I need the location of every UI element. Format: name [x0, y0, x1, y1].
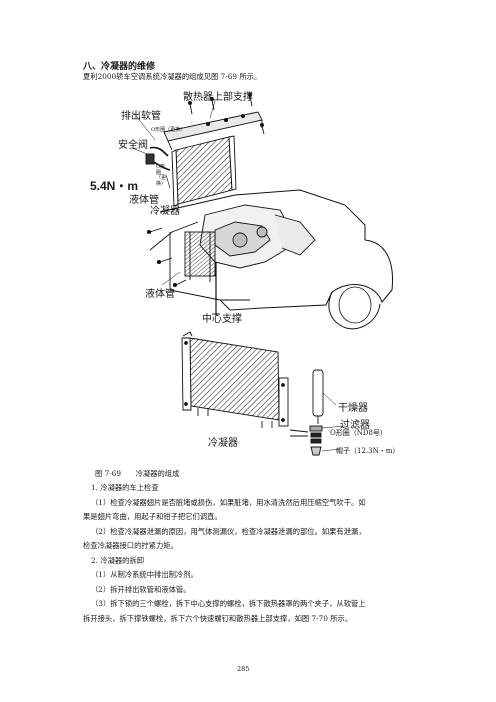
label-center-support: 中心支撑	[202, 314, 242, 325]
section-heading: 八、冷凝器的维修	[83, 62, 156, 72]
body-line: （1）从制冷系统中排出制冷剂。	[91, 570, 198, 579]
label-torque-5-4: 5.4N・m	[90, 179, 139, 193]
body-line: （2）检查冷凝器泄漏的原因，用气体测漏仪，检查冷凝器泄漏的部位。如果有泄漏，	[91, 526, 366, 536]
label-radiator-upper-support: 散热器上部支撑	[183, 92, 253, 103]
label-condenser-lower: 冷凝器	[208, 438, 238, 449]
body-line: （1）检查冷凝器翅片是否脏堵或损伤，如果脏堵，用水清洗然后用压缩空气吹干。如	[91, 497, 366, 507]
label-o-ring-2: O形圈（更换）	[156, 164, 167, 187]
car-hood-outline	[159, 189, 366, 240]
label-safety-valve: 安全阀	[118, 140, 148, 151]
lower-condenser-drawing	[181, 331, 346, 456]
label-o-ring-1: O形圈（更换）	[151, 127, 186, 133]
upper-assembly-drawing	[131, 93, 394, 330]
body-line: （2）拆开排出软管和液体管。	[91, 584, 191, 594]
body-line: 2. 冷凝器的拆卸	[91, 555, 145, 565]
body-line: 拆开接头，拆下撑铁螺栓，拆下六个快速螺钉和散热器上部支撑，如图 7-70 所示。	[83, 613, 353, 623]
body-line: 1. 冷凝器的车上检查	[91, 483, 159, 492]
body-line: 检查冷凝器接口的拧紧力矩。	[83, 541, 178, 550]
label-condenser-upper: 冷凝器	[150, 206, 180, 217]
label-o-ring-nd8: O形圈（ND8号）	[330, 429, 387, 437]
page-number: 285	[237, 665, 250, 673]
label-cap-torque: 帽子（12.3N・m）	[336, 447, 400, 455]
dryer-cartridge	[312, 369, 324, 417]
body-line: 果是翅片弯曲，用起子和钳子把它们调直。	[83, 512, 222, 521]
section-intro: 夏利2000轿车空调系统冷凝器的组成见图 7-69 所示。	[83, 72, 262, 81]
label-filter: 过滤器	[340, 420, 370, 431]
figure-caption: 图 7-69 冷凝器的组成	[95, 469, 180, 478]
body-line: （3）拆下锁的三个螺栓，拆下中心支撑的螺栓，拆下散热器罩的两个夹子，从软管上	[91, 599, 366, 608]
upper-condenser-core	[175, 136, 233, 205]
label-dryer: 干燥器	[338, 403, 368, 414]
label-discharge-hose: 排出软管	[121, 111, 161, 122]
body-text: 1. 冷凝器的车上检查 （1）检查冷凝器翅片是否脏堵或损伤，如果脏堵，用水清洗然…	[83, 481, 423, 626]
lower-condenser-core	[189, 337, 280, 421]
label-liquid-pipe-lower: 液体管	[145, 289, 175, 300]
label-liquid-pipe-upper: 液体管	[129, 195, 159, 206]
